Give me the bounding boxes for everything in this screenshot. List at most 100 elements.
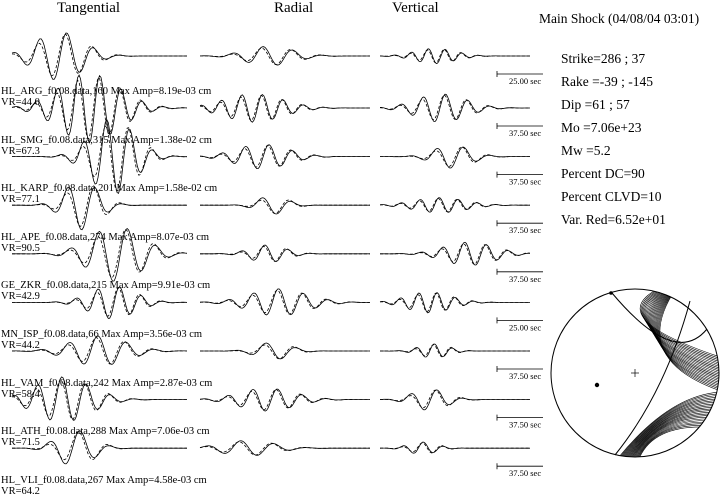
hatch-line-lower xyxy=(625,411,719,457)
event-title: Main Shock (04/08/04 03:01) xyxy=(539,11,700,26)
synthetic-trace xyxy=(12,287,188,317)
param-magnitude: Mw =5.2 xyxy=(561,143,611,158)
station-variance-reduction: VR=44.0 xyxy=(1,97,40,108)
observed-trace xyxy=(11,74,187,144)
column-header-vertical: Vertical xyxy=(392,0,439,16)
hatch-line-upper xyxy=(659,289,719,397)
param-percent-clvd: Percent CLVD=10 xyxy=(561,189,662,204)
observed-trace xyxy=(379,292,530,314)
synthetic-trace xyxy=(379,198,530,213)
synthetic-trace xyxy=(200,199,370,215)
time-scale-label: 25.00 sec xyxy=(509,322,541,332)
observed-trace xyxy=(379,48,530,64)
station-label: HL_VLI_f0.08.data,267 Max Amp=4.58e-03 c… xyxy=(1,474,207,486)
observed-trace xyxy=(12,286,188,319)
time-scale-label: 37.50 sec xyxy=(509,274,541,284)
synthetic-trace xyxy=(12,34,187,76)
station-label: HL_SMG_f0.08.data,315 Max Amp=1.38e-02 c… xyxy=(1,134,212,146)
synthetic-trace xyxy=(200,344,370,360)
nodal-plane-1 xyxy=(611,292,708,343)
nodal-plane-2 xyxy=(614,300,691,456)
station-label: HL_APE_f0.08.data,274 Max Amp=8.07e-03 c… xyxy=(1,231,210,243)
hatch-line-lower xyxy=(611,393,719,457)
observed-trace xyxy=(11,376,187,421)
hatch-line-lower xyxy=(622,408,719,457)
station-variance-reduction: VR=67.3 xyxy=(1,145,40,157)
hatch-line-lower xyxy=(613,395,719,457)
observed-trace xyxy=(12,186,187,231)
time-scale-label: 37.50 sec xyxy=(509,128,541,138)
station-label: GE_ZKR_f0.08.data,215 Max Amp=9.91e-03 c… xyxy=(1,280,211,292)
observed-trace xyxy=(380,389,530,411)
hatch-line-lower xyxy=(621,406,719,457)
hatch-line-lower xyxy=(617,401,719,457)
time-scale-label: 37.50 sec xyxy=(509,420,541,430)
synthetic-trace xyxy=(199,441,370,456)
hatch-line-lower xyxy=(634,425,719,457)
param-variance-reduction: Var. Red=6.52e+01 xyxy=(561,212,666,227)
column-header-tangential: Tangential xyxy=(57,0,121,16)
hatch-line-lower xyxy=(628,416,719,457)
synthetic-trace xyxy=(199,290,370,315)
param-moment: Mo =7.06e+23 xyxy=(561,120,642,135)
station-variance-reduction: VR=77.1 xyxy=(1,194,40,206)
hatch-line-lower xyxy=(616,400,719,457)
hatch-line-lower xyxy=(629,418,719,457)
synthetic-trace xyxy=(380,389,530,409)
param-dip: Dip =61 ; 57 xyxy=(561,97,630,112)
synthetic-trace xyxy=(380,49,530,64)
synthetic-trace xyxy=(11,379,187,420)
synthetic-trace xyxy=(200,246,370,262)
observed-trace xyxy=(11,32,187,80)
synthetic-trace xyxy=(199,389,370,411)
station-label: HL_ARG_f0.08.data,160 Max Amp=8.19e-03 c… xyxy=(1,86,212,97)
synthetic-trace xyxy=(379,94,530,121)
hatch-line-lower xyxy=(623,410,719,457)
synthetic-trace xyxy=(380,146,530,167)
hatch-line-lower xyxy=(631,420,719,457)
hatch-line-lower xyxy=(626,413,719,457)
observed-trace xyxy=(12,118,187,195)
observed-trace xyxy=(199,288,371,316)
synthetic-trace xyxy=(200,47,370,66)
station-variance-reduction: VR=64.2 xyxy=(1,485,40,497)
beachball-outline xyxy=(550,288,720,458)
station-variance-reduction: VR=71.5 xyxy=(1,437,40,449)
synthetic-trace xyxy=(12,337,188,365)
station-label: HL_ATH_f0.08.data,288 Max Amp=7.06e-03 c… xyxy=(1,426,210,438)
time-scale-label: 25.00 sec xyxy=(509,76,541,86)
station-variance-reduction: VR=44.2 xyxy=(1,340,40,351)
param-percent-dc: Percent DC=90 xyxy=(561,166,645,181)
observed-trace xyxy=(12,430,187,465)
hatch-line-lower xyxy=(632,421,719,457)
time-scale-label: 37.50 sec xyxy=(509,371,541,381)
synthetic-trace xyxy=(380,243,531,265)
hatch-line-lower xyxy=(614,396,719,457)
synthetic-trace xyxy=(380,344,530,358)
param-strike: Strike=286 ; 37 xyxy=(561,51,646,66)
time-scale-label: 37.50 sec xyxy=(509,468,541,478)
observed-trace xyxy=(379,441,530,454)
pressure-axis-marker xyxy=(609,291,613,295)
synthetic-trace xyxy=(380,442,530,454)
synthetic-trace xyxy=(12,185,187,227)
observed-trace xyxy=(199,144,370,169)
station-variance-reduction: VR=42.9 xyxy=(1,291,40,303)
hatch-line-lower xyxy=(610,391,719,457)
station-variance-reduction: VR=90.5 xyxy=(1,242,40,254)
hatch-line-lower xyxy=(627,415,719,457)
station-label: HL_VAM_f0.08.data,242 Max Amp=2.87e-03 c… xyxy=(1,377,213,389)
station-variance-reduction: VR=58.4 xyxy=(1,388,40,400)
hatch-line-lower xyxy=(615,398,719,457)
observed-trace xyxy=(380,93,530,123)
station-label: MN_ISP_f0.08.data,66 Max Amp=3.56e-03 cm xyxy=(1,329,203,340)
hatch-line-lower xyxy=(633,423,719,457)
param-rake: Rake =-39 ; -145 xyxy=(561,74,653,89)
observed-trace xyxy=(200,46,370,66)
observed-trace xyxy=(12,227,188,282)
beachball-fill xyxy=(610,289,719,457)
synthetic-trace xyxy=(12,431,187,461)
